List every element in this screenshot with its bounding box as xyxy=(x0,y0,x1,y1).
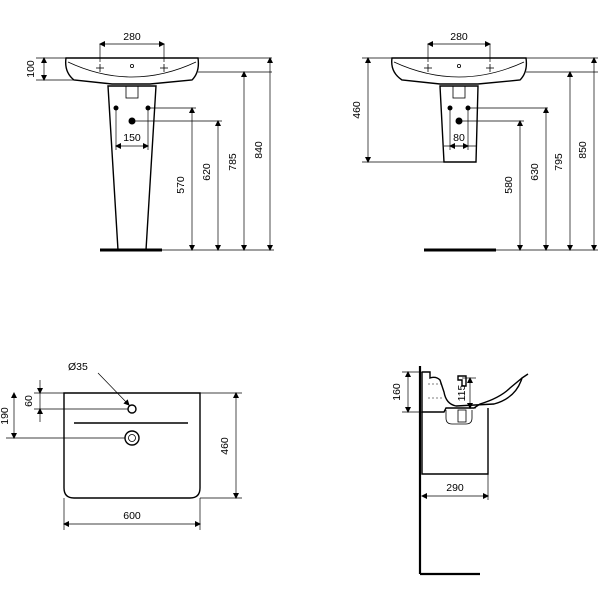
overflow-hole-icon xyxy=(129,64,134,69)
dim-h-840: 840 xyxy=(253,141,265,159)
tap-right-icon xyxy=(486,64,494,72)
dim-h-580: 580 xyxy=(503,176,515,194)
side-view: 160 115 290 xyxy=(391,366,529,576)
dim-tap-hole: Ø35 xyxy=(68,361,88,373)
pedestal-outline xyxy=(107,85,157,251)
dim-h-630: 630 xyxy=(529,163,541,181)
basin-side-outline xyxy=(422,371,529,407)
overflow-hole-icon xyxy=(456,64,461,69)
dim-depth: 460 xyxy=(219,437,231,455)
dim-rim-height: 160 xyxy=(391,383,403,401)
tap-left-icon xyxy=(424,64,432,72)
dim-waste-offset: 190 xyxy=(0,407,11,425)
dim-waste-spacing: 80 xyxy=(453,132,465,144)
front-view-full-pedestal: 280 100 150 570 620 785 840 xyxy=(25,31,274,252)
plan-view: Ø35 60 190 460 600 xyxy=(0,361,242,530)
waste-hole-icon xyxy=(124,430,140,446)
basin-outline xyxy=(64,57,200,85)
dim-width: 600 xyxy=(123,510,141,522)
dim-h-785: 785 xyxy=(227,153,239,171)
basin-outline xyxy=(391,57,528,85)
dim-h-850: 850 xyxy=(577,141,589,159)
dim-rim-height: 100 xyxy=(25,60,37,78)
dim-rim-depth: 460 xyxy=(351,101,363,119)
waste-point-left-icon xyxy=(113,105,119,111)
trap-icon xyxy=(445,410,473,425)
dim-h-795: 795 xyxy=(553,153,565,171)
dim-waste-spacing: 150 xyxy=(123,132,141,144)
basin-bowl-line xyxy=(393,61,525,78)
basin-bowl-line xyxy=(67,61,197,78)
tap-right-icon xyxy=(160,64,168,72)
waste-point-left-icon xyxy=(447,105,453,111)
tap-hole-icon xyxy=(127,404,137,414)
semi-pedestal-side xyxy=(421,408,489,475)
tap-left-icon xyxy=(96,64,104,72)
basin-plan-outline xyxy=(63,392,201,499)
dim-tap-spacing: 280 xyxy=(450,31,468,43)
dim-h-570: 570 xyxy=(175,176,187,194)
dim-projection: 290 xyxy=(446,482,464,494)
dim-tap-offset: 60 xyxy=(23,395,35,407)
dim-bowl-depth: 115 xyxy=(456,384,468,401)
dim-tap-spacing: 280 xyxy=(123,31,141,43)
front-view-semi-pedestal: 280 460 80 580 630 795 850 xyxy=(351,31,598,252)
dim-h-620: 620 xyxy=(201,163,213,181)
trap-icon xyxy=(452,85,466,99)
trap-icon xyxy=(125,85,139,99)
tap-icon xyxy=(457,375,467,387)
